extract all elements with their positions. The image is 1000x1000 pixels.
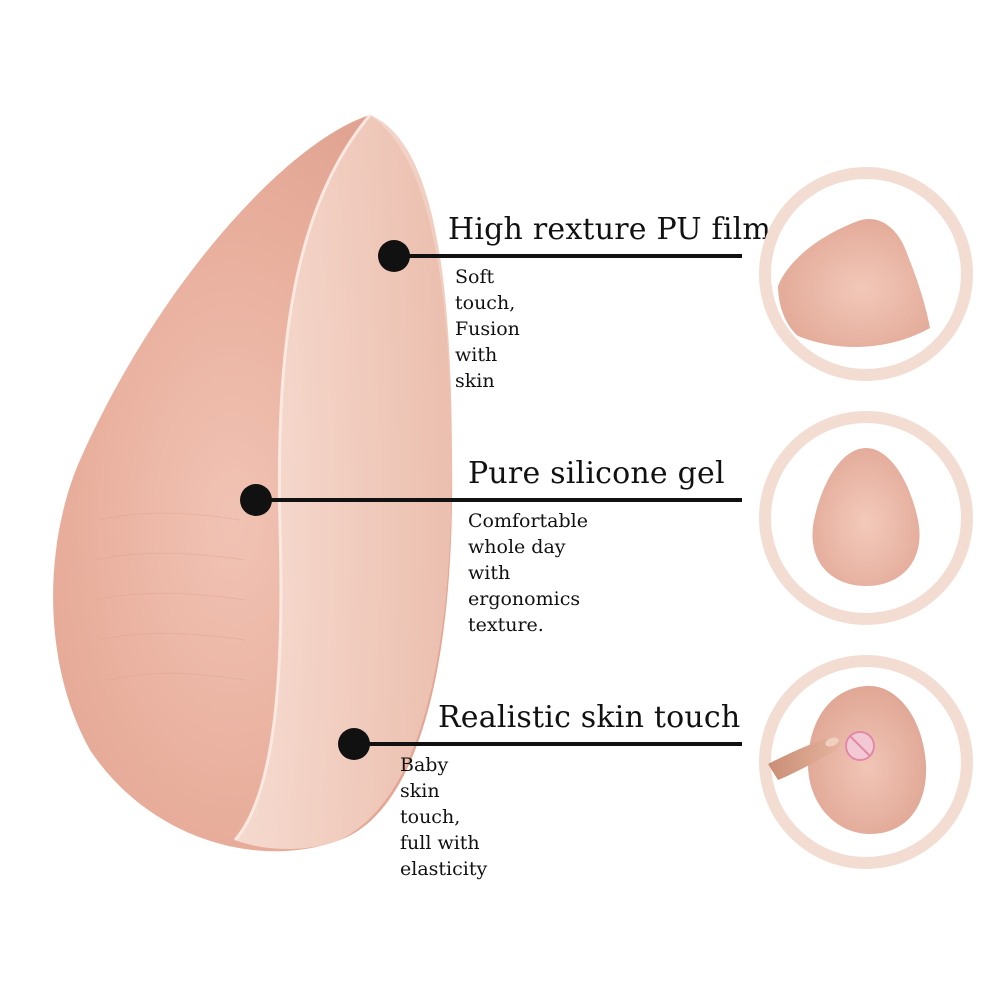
callout-line	[394, 254, 742, 258]
main-product-image	[53, 114, 453, 852]
feature-title: Realistic skin touch	[438, 700, 741, 735]
feature-description: Comfortable whole day with ergonomics te…	[468, 510, 588, 636]
callout-line	[256, 498, 742, 502]
thumbnail-touch-demo	[758, 654, 974, 870]
thumbnail-side-view	[758, 166, 974, 382]
callout-line	[354, 742, 742, 746]
feature-description: Baby skin touch, full with elasticity	[400, 754, 488, 880]
thumbnail-front-view	[758, 410, 974, 626]
feature-title: Pure silicone gel	[468, 456, 725, 491]
feature-title: High rexture PU film	[448, 212, 772, 247]
feature-description: Soft touch, Fusion with skin	[455, 266, 520, 392]
